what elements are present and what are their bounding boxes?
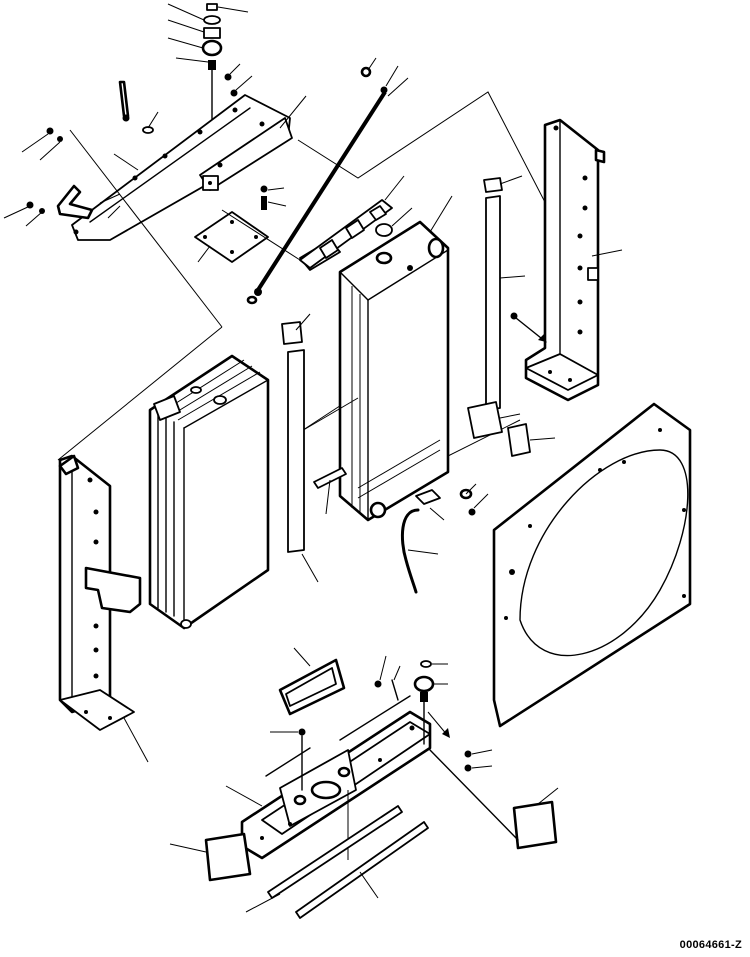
rubber-strip-right xyxy=(483,175,526,411)
top-cushion-block xyxy=(299,199,393,269)
oil-cooler xyxy=(148,354,270,630)
upper-bracket xyxy=(71,94,293,241)
rubber-strip-left xyxy=(281,313,319,583)
drain-bolts xyxy=(459,483,489,516)
rubber-mount-right xyxy=(467,401,556,457)
top-bolt-leaders xyxy=(167,3,249,63)
upper-bracket-bolts xyxy=(26,73,268,214)
drain-hose xyxy=(400,489,445,594)
figure-reference-code: 00064661-Z xyxy=(679,939,742,951)
left-upright-bracket xyxy=(58,454,149,763)
lower-cushion-tray xyxy=(278,647,346,716)
lower-mount-bolts xyxy=(270,655,493,791)
bottom-strip-radiator xyxy=(313,467,347,515)
right-bracket-bolt xyxy=(510,312,547,343)
right-upright-bracket xyxy=(524,118,623,402)
radiator-core xyxy=(299,175,453,522)
stay-rod xyxy=(246,57,409,305)
lower-rubber-strips xyxy=(245,805,429,919)
bracket-hook xyxy=(56,184,94,220)
lower-rubber-blocks xyxy=(169,749,559,882)
fan-shroud xyxy=(492,402,692,728)
upper-small-bracket xyxy=(202,175,219,191)
upper-bracket-leaders xyxy=(3,63,307,227)
lower-support-bracket xyxy=(225,695,432,860)
upper-small-plate xyxy=(194,211,269,263)
